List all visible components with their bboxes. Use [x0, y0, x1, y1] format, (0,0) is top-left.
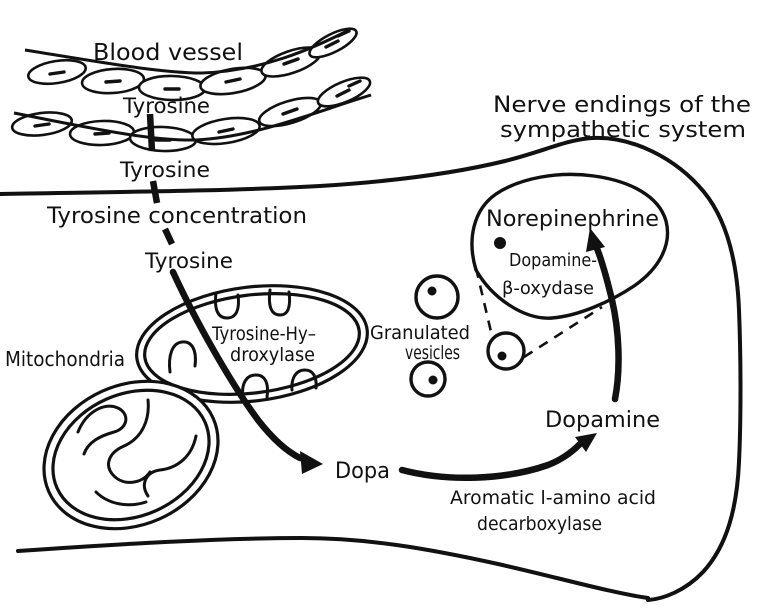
norepinephrine-vesicle-outline	[470, 172, 670, 320]
cell-nucleus	[335, 88, 351, 98]
tyrosine-intracellular-label: Tyrosine	[144, 249, 233, 273]
norepinephrine-label: Norepinephrine	[486, 207, 659, 232]
arrowhead-to-dopamine	[575, 433, 597, 452]
cell-nucleus	[104, 79, 122, 84]
tyrosine-extracellular-label: Tyrosine	[119, 158, 210, 182]
granulated-vesicle	[414, 274, 460, 320]
vesicle-granule-dot	[494, 237, 506, 249]
norepinephrine-vesicle	[470, 172, 670, 359]
crista	[76, 404, 128, 456]
granulated-vesicles-label-line2: vesicles	[405, 342, 460, 364]
cell-nucleus	[336, 29, 351, 38]
tyrosine-hydroxylase-label-line2: droxylase	[230, 344, 315, 366]
mitochondrion-inner-membrane	[51, 388, 211, 522]
nerve-endings-title-line1: Nerve endings of the	[493, 93, 751, 118]
vesicle-fusion-dashed-line	[523, 305, 603, 359]
arrow-tyrosine-to-dopa	[169, 268, 304, 462]
mitochondria-label: Mitochondria	[5, 347, 125, 371]
membrane-bottom-outline	[16, 535, 650, 600]
tyrosine-concentration-label: Tyrosine concentration	[46, 204, 307, 229]
vessel-wall-top-edge	[24, 28, 350, 75]
vessel-wall-top-edge	[13, 93, 372, 142]
vesicle-fusion-dashed-line	[474, 267, 494, 337]
tyrosine-transport-marks	[146, 113, 175, 246]
dopamine-beta-oxydase-label-line1: Dopamine-	[509, 250, 597, 271]
granulated-vesicles-label-line1: Granulated	[370, 322, 470, 344]
dopamine-label: Dopamine	[545, 408, 660, 433]
dopa-label: Dopa	[335, 459, 390, 484]
crista	[107, 398, 152, 484]
decarboxylase-label-line1: Aromatic l-amino acid	[450, 487, 656, 509]
cell-nucleus	[48, 70, 66, 76]
vesicle-granule-dot	[428, 375, 438, 385]
blood-vessel-label: Blood vessel	[93, 40, 243, 66]
mitochondrion-lower	[42, 379, 220, 531]
cell-nucleus	[224, 77, 242, 84]
tyrosine-vessel-wall-label: Tyrosine	[122, 94, 210, 118]
vesicle-granule-dot	[497, 351, 507, 361]
transport-dash	[162, 227, 175, 246]
decarboxylase-label-line2: decarboxylase	[477, 513, 602, 535]
vesicle-granule-dot	[427, 286, 437, 296]
arrowhead-to-norepinephrine	[586, 228, 605, 252]
arrow-dopa-to-dopamine	[398, 440, 584, 482]
cell-nucleus	[281, 107, 299, 116]
granulated-vesicle	[409, 360, 447, 398]
pathway-arrows	[169, 228, 622, 482]
dopamine-beta-oxydase-label-line2: β-oxydase	[502, 278, 594, 299]
membrane-top-right-outline	[0, 135, 743, 602]
cell-nucleus	[33, 122, 51, 128]
crista	[241, 373, 269, 400]
tyrosine-hydroxylase-label-line1: Tyrosine-Hy–	[211, 323, 316, 345]
cell-nucleus	[93, 131, 111, 136]
nerve-ending-membrane	[0, 135, 743, 602]
crista	[168, 340, 197, 374]
cell-nucleus	[217, 127, 235, 134]
cell-nucleus	[282, 57, 300, 66]
granulated-vesicle	[486, 331, 526, 371]
crista	[214, 291, 240, 320]
crista	[290, 368, 318, 392]
diagram-labels: Blood vessel Tyrosine Tyrosine Tyrosine …	[5, 40, 751, 535]
cell-nucleus	[324, 39, 340, 49]
arrow-dopamine-to-norepinephrine	[592, 242, 622, 403]
blood-vessel-upper-wall	[24, 27, 358, 102]
crista	[267, 288, 292, 317]
crista	[143, 434, 198, 498]
nerve-endings-title-line2: sympathetic system	[500, 118, 746, 143]
arrowhead-to-dopa	[300, 451, 323, 474]
cell-nucleus	[347, 79, 362, 88]
crista	[94, 490, 148, 507]
blood-vessel-lower-wall	[10, 76, 372, 153]
transport-bar-membrane	[149, 180, 161, 204]
transport-bar-vessel-wall	[146, 113, 156, 152]
granulated-vesicles	[409, 274, 526, 398]
